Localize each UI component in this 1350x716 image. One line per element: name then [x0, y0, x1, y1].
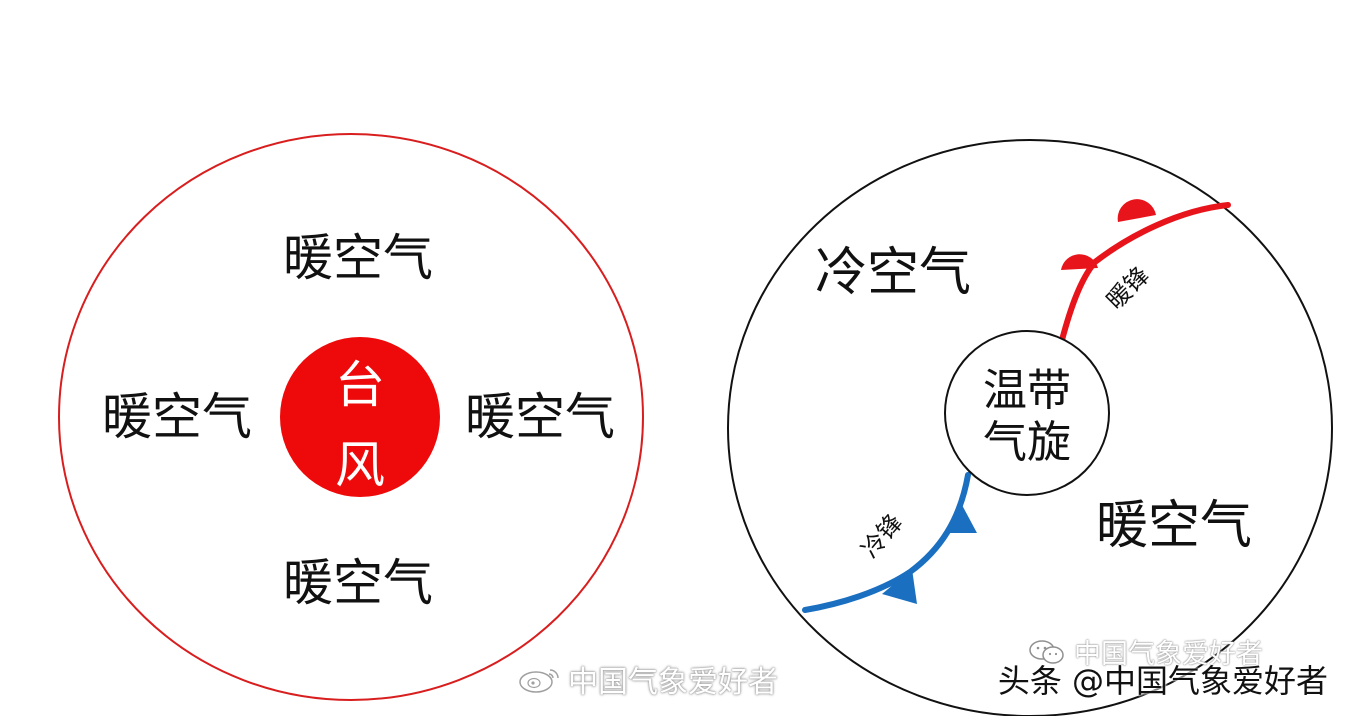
warm-air-label-left: 暖空气	[102, 388, 252, 446]
cyclone-center-line-1: 温带	[983, 365, 1071, 416]
wechat-watermark: 中国气象爱好者	[1028, 632, 1263, 671]
warm-front-label: 暖锋	[1101, 261, 1155, 315]
warm-air-label-bottom: 暖空气	[283, 554, 433, 612]
typhoon-label-char-2: 风	[335, 436, 385, 494]
warm-front-line	[1059, 202, 1231, 343]
cyclone-outer-circle	[727, 139, 1333, 716]
cyclone-center-line-2: 气旋	[983, 417, 1071, 468]
typhoon-outer-circle	[58, 133, 644, 701]
cold-air-label: 冷空气	[815, 243, 971, 303]
weibo-logo-icon	[519, 669, 559, 693]
weibo-watermark-text: 中国气象爱好者	[568, 665, 778, 700]
weibo-watermark: 中国气象爱好者	[516, 657, 778, 701]
wechat-logo-icon	[1029, 639, 1064, 664]
warm-air-label-right: 暖空气	[465, 388, 615, 446]
cold-front-triangle-2	[882, 569, 917, 604]
cyclone-center-circle	[944, 330, 1110, 496]
typhoon-diagram: 暖空气 暖空气 暖空气 暖空气 台 风	[58, 133, 644, 701]
typhoon-label-char-1: 台	[335, 356, 385, 414]
warm-air-label: 暖空气	[1096, 496, 1252, 556]
cold-front-triangle-1	[949, 505, 977, 533]
warm-air-label-top: 暖空气	[283, 229, 433, 287]
cyclone-diagram: 温带 气旋 冷空气 暖空气 暖锋 冷锋	[727, 139, 1333, 716]
warm-front-bump-1	[1061, 254, 1098, 270]
cold-front-label: 冷锋	[856, 509, 908, 564]
toutiao-watermark: 头条 @中国气象爱好者	[997, 662, 1328, 700]
typhoon-core-circle	[280, 337, 440, 497]
warm-front-bump-2	[1117, 199, 1156, 222]
wechat-watermark-text: 中国气象爱好者	[1074, 639, 1263, 670]
